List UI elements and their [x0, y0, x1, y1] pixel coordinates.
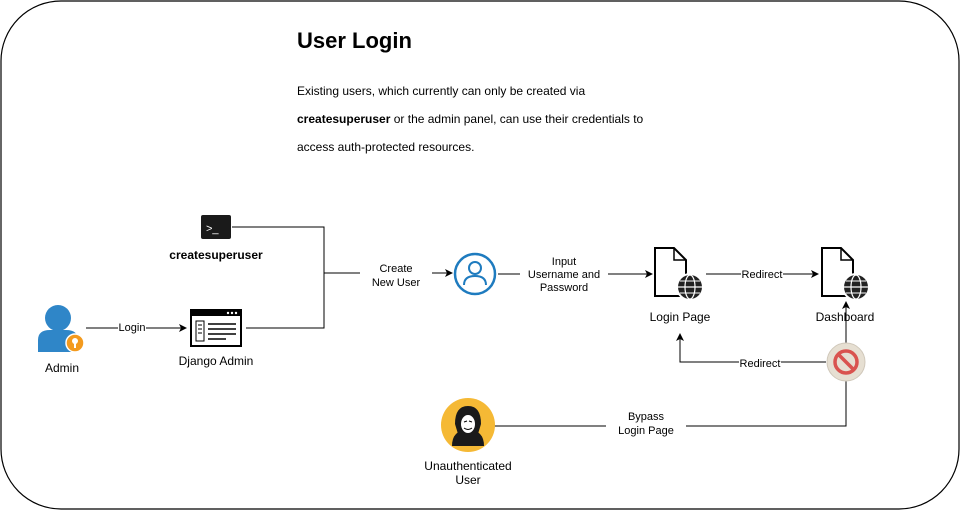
edge-djangoadmin-to-merge	[246, 273, 325, 329]
edge-label-create-new-user: Create New User	[360, 262, 432, 290]
edge-label-input-line-3: Password	[520, 282, 608, 295]
edge-label-bypass: Bypass Login Page	[606, 410, 686, 438]
edge-label-create-line-2: New User	[360, 276, 432, 290]
edge-label-input-credentials: Input Username and Password	[520, 256, 608, 295]
createsuperuser-label: createsuperuser	[169, 248, 263, 262]
description-line-2-rest: or the admin panel, can use their creden…	[390, 112, 644, 126]
edge-label-redirect-top: Redirect	[740, 269, 784, 281]
terminal-prompt: >_	[206, 223, 219, 235]
dashboard-label: Dashboard	[815, 310, 875, 324]
edge-label-input-line-2: Username and	[520, 269, 608, 282]
outer-frame	[0, 0, 960, 510]
edge-label-create-line-1: Create	[360, 262, 432, 276]
terminal-icon: >_	[201, 215, 231, 239]
admin-label: Admin	[44, 361, 79, 375]
description-line-3: access auth-protected resources.	[297, 140, 475, 154]
edge-label-bypass-line-2: Login Page	[606, 424, 686, 438]
access-denied-icon	[826, 342, 866, 382]
unauthenticated-user-label: Unauthenticated User	[408, 459, 528, 487]
edge-createsuperuser-to-merge	[232, 226, 325, 273]
admin-user-icon	[38, 305, 85, 353]
login-page-web-icon	[654, 247, 704, 301]
hacker-user-icon	[441, 398, 495, 452]
edge-label-input-line-1: Input	[520, 256, 608, 269]
edge-label-bypass-line-1: Bypass	[606, 410, 686, 424]
admin-panel-window-icon	[190, 309, 242, 347]
edge-label-redirect-bottom: Redirect	[738, 358, 782, 370]
description-line-1: Existing users, which currently can only…	[297, 84, 586, 98]
new-user-icon	[453, 252, 497, 296]
description-command: createsuperuser	[297, 112, 391, 126]
unauthenticated-user-label-line-1: Unauthenticated	[424, 459, 512, 473]
page-title: User Login	[297, 28, 412, 53]
unauthenticated-user-label-line-2: User	[455, 473, 481, 487]
django-admin-label: Django Admin	[178, 354, 254, 368]
login-page-label: Login Page	[649, 310, 711, 324]
description-line-2: createsuperuser or the admin panel, can …	[297, 112, 643, 126]
dashboard-web-icon	[821, 247, 870, 301]
edge-label-login: Login	[117, 322, 147, 334]
